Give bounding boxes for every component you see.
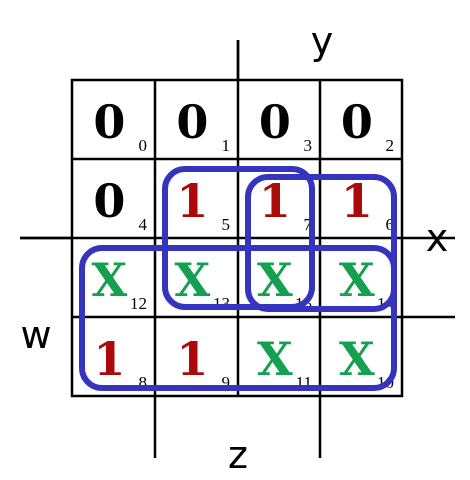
cell-value-9: 1	[176, 332, 208, 386]
cell-value-3: 0	[259, 95, 291, 149]
cell-index-3: 3	[304, 136, 313, 155]
cell-value-5: 1	[176, 174, 208, 228]
cell-index-5: 5	[222, 215, 231, 234]
cell-value-4: 0	[93, 174, 125, 228]
cell-index-4: 4	[139, 215, 148, 234]
cell-value-0: 0	[93, 95, 125, 149]
kmap-grid	[20, 40, 455, 458]
cell-index-13: 13	[213, 294, 230, 313]
cell-index-12: 12	[130, 294, 147, 313]
cell-index-7: 7	[304, 215, 313, 234]
cell-value-10: X	[339, 332, 375, 386]
group-y-x	[245, 174, 397, 312]
cell-value-12: X	[91, 253, 127, 307]
cell-value-11: X	[257, 332, 293, 386]
cell-value-6: 1	[341, 174, 373, 228]
cell-index-6: 6	[386, 215, 395, 234]
cell-value-13: X	[174, 253, 210, 307]
group-z-x	[162, 166, 315, 310]
cell-value-14: X	[339, 253, 375, 307]
variable-label-w: w	[20, 313, 51, 357]
cell-index-9: 9	[222, 373, 231, 392]
cell-index-2: 2	[386, 136, 395, 155]
cell-value-2: 0	[341, 95, 373, 149]
group-w	[79, 245, 397, 391]
cell-value-15: X	[257, 253, 293, 307]
cell-value-8: 1	[93, 332, 125, 386]
variable-label-x: x	[426, 216, 449, 260]
cell-index-8: 8	[139, 373, 148, 392]
cell-index-0: 0	[139, 136, 148, 155]
cell-value-1: 0	[176, 95, 208, 149]
variable-label-y: y	[311, 19, 334, 63]
cell-index-1: 1	[222, 136, 231, 155]
variable-label-z: z	[228, 433, 248, 477]
cell-value-7: 1	[259, 174, 291, 228]
kmap-groups	[79, 166, 397, 391]
